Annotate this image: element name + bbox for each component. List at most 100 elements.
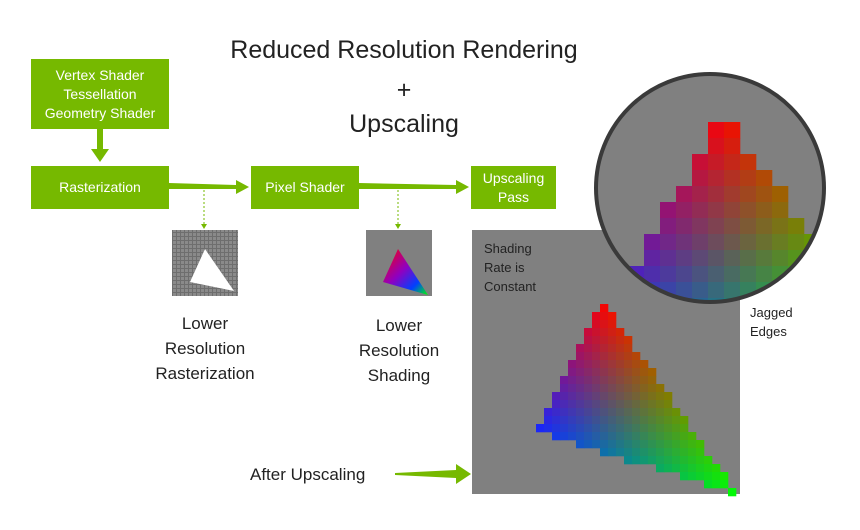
pixel-cell [708,170,725,187]
pixel-cell [560,424,569,433]
pixel-cell [608,440,617,449]
pixel-cell [568,368,577,377]
arrow-pixel-to-upscale [359,180,469,194]
pixel-cell [640,408,649,417]
pixel-cell [692,170,709,187]
shading-thumbnail [366,230,432,296]
pixel-cell [640,440,649,449]
pixel-cell [624,360,633,369]
pixel-cell [688,456,697,465]
pixel-cell [584,376,593,385]
pixel-cell [608,344,617,353]
pixel-cell [648,424,657,433]
pixel-cell [676,250,693,267]
jagged-edges-line-2: Edges [750,324,787,339]
pixel-cell [648,456,657,465]
pixel-cell [712,472,721,481]
pixel-cell [680,472,689,481]
pixel-cell [788,218,805,235]
pixel-cell [544,408,553,417]
pixel-cell [592,392,601,401]
pixel-cell [640,392,649,401]
pixel-cell [624,408,633,417]
pixel-cell [552,400,561,409]
pixel-cell [756,266,773,283]
pixel-cell [624,456,633,465]
pixel-cell [804,298,821,302]
zoom-circle [594,72,826,304]
pixel-shader-box: Pixel Shader [251,166,359,209]
pixel-cell [696,456,705,465]
pixel-cell [608,352,617,361]
upscaling-pass-box: Upscaling Pass [471,166,556,209]
pixel-cell [756,234,773,251]
pixel-cell [804,282,821,299]
pixel-cell [688,432,697,441]
pixel-cell [600,344,609,353]
pixel-cell [568,424,577,433]
pixel-cell [632,400,641,409]
pixel-cell [680,424,689,433]
pixel-cell [724,250,741,267]
pixel-cell [584,352,593,361]
pixel-cell [676,202,693,219]
pixel-cell [568,416,577,425]
pixel-cell [664,416,673,425]
pixel-cell [672,448,681,457]
tessellation-label: Tessellation [63,85,137,102]
pixel-cell [576,344,585,353]
pixel-cell [608,448,617,457]
pixel-cell [568,392,577,401]
raster-caption-line-2: Resolution [164,339,246,358]
pixel-cell [740,202,757,219]
pixel-cell [648,384,657,393]
raster-caption-line-3: Rasterization [155,364,255,383]
pixel-cell [624,344,633,353]
pixel-cell [608,376,617,385]
pixel-cell [632,432,641,441]
upscaled-triangle [536,304,737,497]
pixel-cell [820,250,824,267]
pixel-cell [560,400,569,409]
pixel-cell [724,170,741,187]
pixel-cell [696,464,705,473]
pixel-cell [536,424,545,433]
pixel-cell [656,432,665,441]
pixel-cell [560,384,569,393]
pixel-cell [592,408,601,417]
pixel-cell [676,266,693,283]
pixel-cell [616,328,625,337]
pixel-cell [692,266,709,283]
pixel-cell [672,416,681,425]
pixel-cell [664,440,673,449]
pixel-cell [656,392,665,401]
pixel-cell [624,384,633,393]
pixel-cell [712,464,721,473]
pixel-cell [624,424,633,433]
pixel-cell [592,368,601,377]
pixel-cell [648,432,657,441]
pixel-cell [616,336,625,345]
shading-caption: Lower Resolution Shading [334,313,464,388]
pixel-cell [680,464,689,473]
pixel-cell [640,376,649,385]
shading-caption-line-2: Resolution [358,341,440,360]
pixel-cell [616,440,625,449]
pixel-cell [820,298,824,302]
pixel-cell [584,368,593,377]
pixel-cell [576,432,585,441]
pixel-cell [680,416,689,425]
pixel-cell [740,266,757,283]
pixel-cell [724,266,741,283]
pixel-cell [688,440,697,449]
pixel-cell [632,408,641,417]
pixel-cell [568,400,577,409]
pixel-cell [648,416,657,425]
pixel-cell [696,472,705,481]
pixel-cell [592,440,601,449]
pixel-cell [592,344,601,353]
pixel-cell [584,424,593,433]
pixel-cell [608,408,617,417]
pixel-cell [724,202,741,219]
pixel-cell [708,154,725,171]
